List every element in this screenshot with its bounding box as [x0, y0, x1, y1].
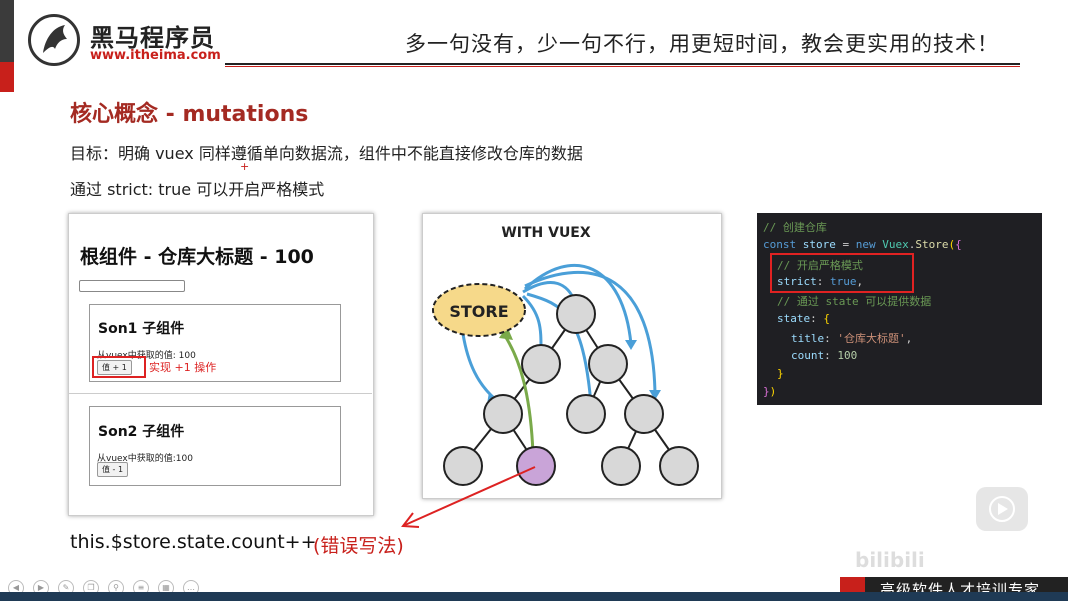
- son1-title: Son1 子组件: [98, 321, 185, 337]
- mutation-arrow: [503, 335, 535, 455]
- code-token: store: [802, 238, 836, 251]
- vuex-tree-diagram: WITH VUEX: [432, 225, 699, 486]
- title-input[interactable]: [79, 280, 185, 292]
- code-line-9: }: [777, 367, 784, 380]
- plus-mark: +: [240, 160, 250, 173]
- strict-highlight-box: [770, 253, 914, 293]
- son2-decrement-button[interactable]: 值 - 1: [97, 462, 129, 477]
- code-token: state: [777, 312, 811, 325]
- code-line-6: state: {: [777, 312, 830, 325]
- son2-value-text: 从vuex中获取的值:100: [97, 454, 193, 464]
- logo-url: www.itheima.com: [90, 48, 221, 63]
- code-token: title: [791, 332, 825, 345]
- strict-text: 通过 strict: true 可以开启严格模式: [70, 180, 325, 199]
- son1-value-text: 从vuex中获取的值: 100: [97, 351, 196, 361]
- root-component-title: 根组件 - 仓库大标题 - 100: [80, 246, 314, 268]
- son2-title: Son2 子组件: [98, 424, 185, 440]
- horse-icon: [43, 25, 67, 53]
- header-divider: [225, 63, 1020, 65]
- code-token: count: [791, 349, 825, 362]
- slogan: 多一句没有，少一句不行，用更短时间，教会更实用的技术！: [405, 32, 999, 56]
- play-button[interactable]: [976, 487, 1028, 531]
- horse-logo-icon: [28, 14, 80, 66]
- bilibili-watermark: bilibili: [855, 548, 925, 572]
- store-label: STORE: [449, 302, 508, 321]
- son1-increment-button[interactable]: 值 + 1: [97, 360, 132, 375]
- code-token: =: [835, 238, 856, 251]
- code-line-8: count: 100: [791, 349, 858, 362]
- son2-component: [89, 406, 341, 486]
- code-line-2: const store = new Vuex.Store({: [763, 238, 962, 251]
- footer-bar: [0, 592, 1068, 601]
- code-line-5: // 通过 state 可以提供数据: [777, 295, 932, 308]
- store-node: [432, 283, 526, 337]
- wrong-code-text: this.$store.state.count++: [70, 531, 317, 553]
- code-token: 100: [837, 349, 858, 362]
- red-pointer-arrow: [401, 466, 536, 528]
- tree-nodes: [443, 294, 699, 486]
- panel-divider: [68, 393, 372, 394]
- logo-name: 黑马程序员: [90, 24, 215, 52]
- son1-note: 实现 +1 操作: [149, 361, 217, 374]
- left-strip-accent: [0, 62, 14, 92]
- play-icon: [989, 496, 1015, 522]
- mutation-arrow-head: [499, 326, 513, 340]
- son1-button-highlight: [92, 356, 146, 378]
- wrong-code-note: (错误写法): [313, 535, 404, 557]
- section-title: 核心概念 - mutations: [70, 102, 309, 127]
- code-token: strict: [777, 275, 817, 288]
- code-token: Vuex: [882, 238, 909, 251]
- code-panel: // 创建仓库 const store = new Vuex.Store({ /…: [757, 213, 1042, 405]
- goal-text: 目标：明确 vuex 同样遵循单向数据流，组件中不能直接修改仓库的数据: [70, 144, 583, 163]
- code-line-3: // 开启严格模式: [777, 259, 863, 272]
- diagram-title: WITH VUEX: [501, 225, 591, 241]
- vuex-diagram: WITH VUEX: [422, 213, 722, 499]
- header-divider-accent: [225, 66, 1020, 67]
- code-token: const: [763, 238, 797, 251]
- code-line-4: strict: true,: [777, 275, 864, 288]
- code-token: new: [855, 238, 876, 251]
- code-line-10: }): [763, 385, 777, 398]
- code-token: Store: [915, 238, 949, 251]
- code-token: '仓库大标题': [837, 332, 906, 345]
- code-line-7: title: '仓库大标题',: [791, 332, 913, 345]
- mutating-component-node: [516, 446, 556, 486]
- left-strip: [0, 0, 14, 62]
- code-token: true: [830, 275, 857, 288]
- code-line-1: // 创建仓库: [763, 221, 827, 234]
